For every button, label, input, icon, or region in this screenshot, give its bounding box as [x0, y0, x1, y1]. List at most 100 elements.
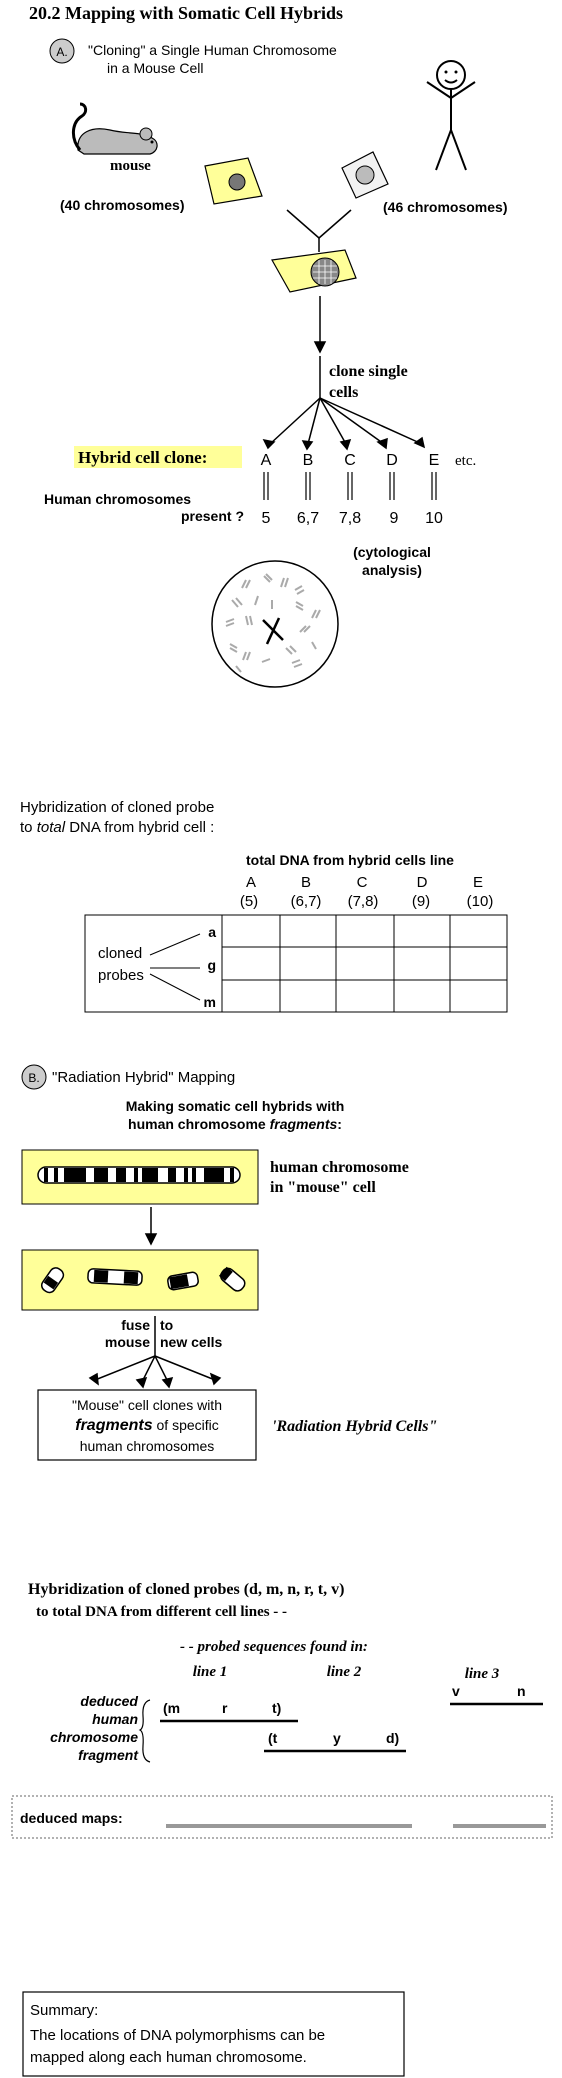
part-a-heading: A. "Cloning" a Single Human Chromosome i…: [49, 38, 337, 76]
mouse-icon: [72, 102, 158, 155]
cytological-line1: (cytological: [353, 544, 431, 560]
col-b-letter: B: [301, 874, 311, 891]
chromosome-fragments-icon: [40, 1266, 246, 1294]
cloned-label: cloned: [98, 945, 142, 962]
part-b-badge-label: B.: [28, 1071, 39, 1085]
summary-box: [22, 1991, 405, 2077]
col-c-chrom: (7,8): [348, 893, 379, 910]
hyb-table-columns: A B C D E (5) (6,7) (7,8) (9) (10): [240, 874, 494, 910]
hyb-table-title: total DNA from hybrid cells line: [246, 852, 454, 868]
deduced-maps-label: deduced maps:: [20, 1810, 123, 1826]
part-a-heading-line1: "Cloning" a Single Human Chromosome: [88, 42, 337, 58]
fused-hybrid-cell: [271, 249, 357, 293]
line1-label: line 1: [193, 1664, 228, 1680]
hybridization1-line2: to total DNA from hybrid cell :: [20, 819, 214, 836]
present-label: present ?: [181, 508, 244, 524]
clone-single-line1: clone single: [329, 363, 408, 380]
part-b-heading-text: "Radiation Hybrid" Mapping: [52, 1069, 235, 1086]
part-a-heading-line2: in a Mouse Cell: [107, 60, 204, 76]
arrow-irradiate: [144, 1207, 158, 1246]
probes-label: probes: [98, 967, 144, 984]
clone-single-line2: cells: [329, 384, 358, 401]
fuse-arrows: [88, 1316, 222, 1389]
fuse-left-line2: mouse: [105, 1334, 150, 1350]
col-d-letter: D: [417, 874, 428, 891]
frag3-n: n: [517, 1683, 526, 1699]
present-a: 5: [262, 510, 271, 527]
human-chromosomes-label: Human chromosomes: [44, 491, 191, 507]
rh-cells-label: 'Radiation Hybrid Cells": [272, 1418, 437, 1435]
page-title: 20.2 Mapping with Somatic Cell Hybrids: [29, 3, 343, 23]
frag2-t: (t: [268, 1730, 278, 1746]
hybrid-clone-label: Hybrid cell clone:: [78, 448, 207, 467]
rh-box-line3: human chromosomes: [80, 1438, 215, 1454]
human-cell: [341, 151, 389, 199]
frag2-y: y: [333, 1730, 341, 1746]
col-a-letter: A: [246, 874, 256, 891]
frag2-d: d): [386, 1730, 399, 1746]
present-c: 7,8: [339, 510, 361, 527]
part-b-badge: [21, 1064, 47, 1090]
fuse-right-line1: to: [160, 1317, 173, 1333]
fragment-3-probes: v n: [452, 1683, 526, 1699]
chrom-label-line1: human chromosome: [270, 1159, 409, 1176]
hyb-table-grid: [84, 914, 508, 1013]
human-chromosome-count: (46 chromosomes): [383, 199, 507, 215]
part-a-badge: [49, 38, 75, 64]
col-e-letter: E: [473, 874, 483, 891]
summary-line2: mapped along each human chromosome.: [30, 2049, 307, 2066]
clone-e: E: [429, 452, 440, 469]
fragment-1-probes: (m r t): [163, 1700, 281, 1716]
frag1-r: r: [222, 1700, 228, 1716]
frag3-v: v: [452, 1683, 460, 1699]
clone-d: D: [386, 452, 398, 469]
frag1-m: (m: [163, 1700, 180, 1716]
mouse-label: mouse: [110, 158, 151, 174]
metaphase-spread: [211, 560, 339, 688]
mouse-chromosome-count: (40 chromosomes): [60, 197, 184, 213]
col-c-letter: C: [357, 874, 368, 891]
human-figure-icon: [426, 60, 476, 171]
deduced-line2: human: [92, 1711, 138, 1727]
human-chromosome-marker: [262, 617, 284, 645]
line3-label: line 3: [465, 1666, 500, 1682]
mouse-cell: [204, 157, 263, 205]
deduced-labels: deduced human chromosome fragment: [50, 1693, 139, 1763]
row-g: g: [207, 957, 216, 973]
summary-line1: The locations of DNA polymorphisms can b…: [30, 2027, 325, 2044]
part-a-badge-label: A.: [56, 45, 67, 59]
part-b-sub-line1: Making somatic cell hybrids with: [126, 1098, 345, 1114]
hybrid-label-highlight: [74, 446, 242, 468]
summary-heading: Summary:: [30, 2002, 98, 2019]
clone-c: C: [344, 452, 356, 469]
fuse-left-line1: fuse: [121, 1317, 150, 1333]
frag1-t: t): [272, 1700, 281, 1716]
col-a-chrom: (5): [240, 893, 258, 910]
present-values: 5 6,7 7,8 9 10: [262, 510, 443, 527]
hybridization2-line2: to total DNA from different cell lines -…: [36, 1604, 287, 1620]
present-e: 10: [425, 510, 443, 527]
fusion-lines: [286, 209, 352, 252]
fragment-2-probes: (t y d): [268, 1730, 399, 1746]
clone-ticks: [263, 472, 437, 500]
hyb-table-rows: a g m: [204, 924, 217, 1010]
row-m: m: [204, 994, 216, 1010]
intact-chromosome-icon: [37, 1166, 241, 1184]
col-b-chrom: (6,7): [291, 893, 322, 910]
clone-branches: [262, 397, 426, 451]
deduced-line3: chromosome: [50, 1729, 138, 1745]
line2-label: line 2: [327, 1664, 362, 1680]
col-e-chrom: (10): [467, 893, 494, 910]
col-d-chrom: (9): [412, 893, 430, 910]
clone-letters: A B C D E: [261, 452, 440, 469]
probed-sequences-label: - - probed sequences found in:: [180, 1639, 368, 1655]
part-b-sub-line2: human chromosome fragments:: [128, 1116, 342, 1132]
clone-etc: etc.: [455, 453, 476, 469]
rh-box-line2: fragments of specific: [75, 1417, 219, 1434]
row-a: a: [208, 924, 216, 940]
chrom-label-line2: in "mouse" cell: [270, 1179, 376, 1196]
cytological-line2: analysis): [362, 562, 422, 578]
part-b-heading: B. "Radiation Hybrid" Mapping: [21, 1064, 235, 1090]
fuse-right-line2: new cells: [160, 1334, 222, 1350]
